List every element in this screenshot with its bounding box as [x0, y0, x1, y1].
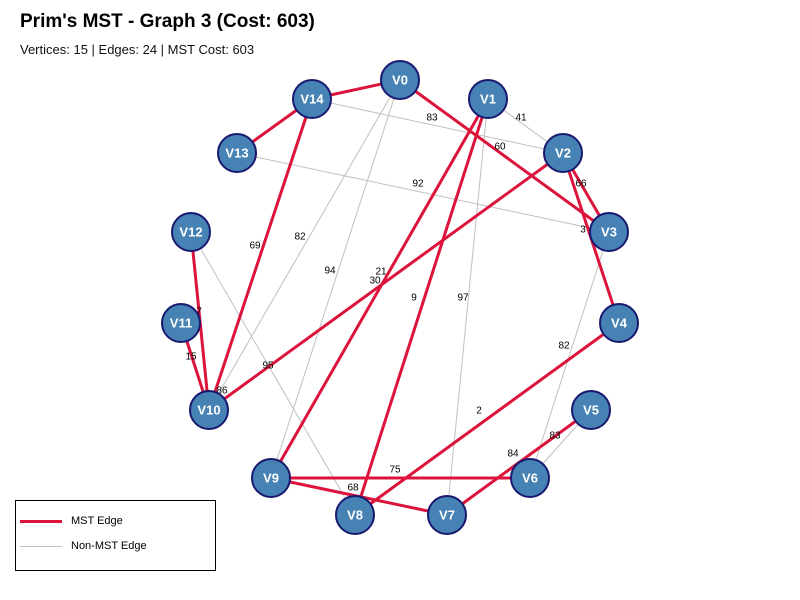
legend-non-mst-label: Non-MST Edge: [71, 540, 147, 552]
node-label: V12: [179, 224, 202, 239]
node-circle: [251, 458, 291, 498]
node-circle: [161, 303, 201, 343]
node-label: V7: [439, 507, 455, 522]
edge-weight-label: 83: [549, 431, 561, 442]
node-v11: V11: [161, 303, 201, 343]
non-mst-edge-v12-v8: [190, 231, 356, 516]
node-v10: V10: [189, 390, 229, 430]
node-label: V2: [555, 145, 571, 160]
node-v5: V5: [571, 390, 611, 430]
edge-weight-label: 66: [575, 179, 587, 190]
node-v8: V8: [335, 495, 375, 535]
edge-weight-label: 15: [185, 352, 197, 363]
node-v12: V12: [171, 212, 211, 252]
node-circle: [599, 303, 639, 343]
non-mst-edge-v13-v3: [236, 152, 610, 233]
node-circle: [543, 133, 583, 173]
node-circle: [171, 212, 211, 252]
chart-subtitle: Vertices: 15 | Edges: 24 | MST Cost: 603: [20, 42, 255, 57]
node-v6: V6: [510, 458, 550, 498]
edge-weight-label: 84: [507, 449, 519, 460]
edge-weight-label: 69: [249, 241, 261, 252]
edge-weight-label: 7: [196, 307, 202, 318]
edge-weight-label: 95: [262, 361, 274, 372]
node-label: V1: [480, 91, 496, 106]
node-v14: V14: [292, 79, 332, 119]
node-label: V9: [263, 470, 279, 485]
edge-weight-label: 41: [515, 113, 527, 124]
edge-weight-label: 92: [412, 179, 424, 190]
edge-weight-label: 82: [558, 341, 570, 352]
node-circle: [589, 212, 629, 252]
node-label: V14: [300, 91, 324, 106]
edge-weight-label: 3: [580, 225, 586, 236]
node-label: V6: [522, 470, 538, 485]
mst-edge-v1-v9: [269, 98, 490, 479]
edge-weight-label: 83: [426, 113, 438, 124]
mst-edge-v0-v3: [399, 78, 610, 234]
non-mst-edge-v1-v7: [446, 98, 489, 516]
legend: MST Edge Non-MST Edge: [15, 500, 216, 571]
edge-weight-label: 60: [494, 142, 506, 153]
node-circle: [427, 495, 467, 535]
node-v13: V13: [217, 133, 257, 173]
node-circle: [468, 79, 508, 119]
node-label: V11: [170, 315, 192, 330]
edge-weight-label: 86: [216, 386, 228, 397]
node-circle: [335, 495, 375, 535]
legend-non-mst-swatch: [20, 546, 62, 547]
edge-weight-label: 2: [476, 406, 482, 417]
mst-edge-v1-v8: [353, 98, 490, 516]
non-mst-edge-v14-v2: [311, 98, 564, 154]
node-circle: [217, 133, 257, 173]
mst-edge-v2-v10: [208, 151, 564, 412]
edge-weight-label: 30: [369, 276, 381, 287]
node-circle: [292, 79, 332, 119]
node-label: V8: [347, 507, 363, 522]
node-v3: V3: [589, 212, 629, 252]
edge-weight-label: 82: [294, 232, 306, 243]
non-mst-edge-v0-v9: [270, 79, 401, 479]
non-mst-edge-v0-v10: [208, 79, 401, 411]
node-v7: V7: [427, 495, 467, 535]
node-v1: V1: [468, 79, 508, 119]
node-v4: V4: [599, 303, 639, 343]
node-circle: [510, 458, 550, 498]
edge-weight-label: 97: [457, 293, 469, 304]
node-circle: [380, 60, 420, 100]
non-mst-edge-v3-v6: [529, 231, 610, 479]
edge-weight-label: 21: [375, 267, 387, 278]
node-v2: V2: [543, 133, 583, 173]
edge-weight-label: 75: [389, 465, 401, 476]
node-v0: V0: [380, 60, 420, 100]
chart-title: Prim's MST - Graph 3 (Cost: 603): [20, 11, 315, 32]
node-label: V5: [583, 402, 599, 417]
node-label: V13: [225, 145, 248, 160]
legend-mst-label: MST Edge: [71, 515, 123, 527]
node-v9: V9: [251, 458, 291, 498]
node-circle: [571, 390, 611, 430]
legend-item-mst: MST Edge: [16, 514, 215, 530]
legend-mst-swatch: [20, 520, 62, 523]
edge-weight-label: 94: [324, 266, 336, 277]
mst-edge-v14-v10: [207, 98, 314, 411]
edge-weight-label: 68: [347, 483, 359, 494]
mst-edge-v4-v8: [354, 321, 620, 517]
node-label: V3: [601, 224, 617, 239]
node-label: V10: [197, 402, 220, 417]
legend-item-non-mst: Non-MST Edge: [16, 539, 215, 555]
node-label: V4: [611, 315, 628, 330]
edge-weight-label: 9: [411, 293, 417, 304]
node-label: V0: [392, 72, 408, 87]
node-circle: [189, 390, 229, 430]
